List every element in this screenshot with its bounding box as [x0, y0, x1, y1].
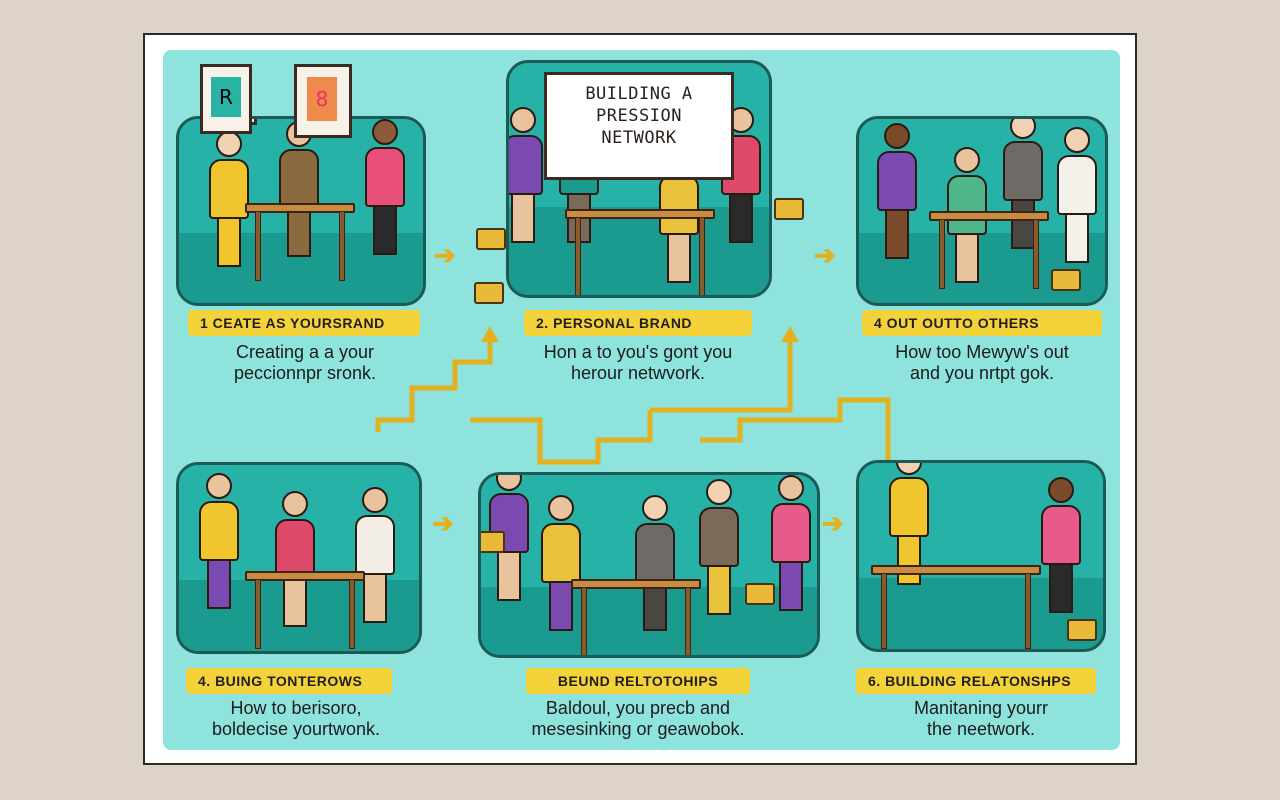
step-4-label: 4. BUING TONTEROWS [186, 668, 392, 694]
shopping-bag-icon [481, 531, 505, 553]
person-white-outfit [1057, 127, 1097, 263]
sign-line-1: BUILDING A [585, 84, 693, 104]
table [565, 209, 715, 219]
step-2-label: 2. PERSONAL BRAND [524, 310, 752, 336]
networking-sign: BUILDING A PRESSION NETWORK [544, 72, 734, 180]
person-purple-dress [509, 107, 543, 243]
person-yellow-sweater [659, 147, 699, 283]
person-grey-suit [635, 495, 675, 631]
right-arrow-icon: ➔ [434, 240, 456, 270]
step-5-scene [478, 472, 820, 658]
person-pink-top [1041, 477, 1081, 613]
person-yellow-suit [889, 463, 929, 585]
table [245, 203, 355, 213]
shopping-bag-icon [476, 228, 506, 250]
step-4-description: How to berisoro,boldecise yourtwonk. [211, 698, 381, 739]
person-yellow-sweater [541, 495, 581, 631]
person-pink-top [365, 119, 405, 255]
person-purple-dress [877, 123, 917, 259]
table [245, 571, 365, 581]
table [929, 211, 1049, 221]
step-6-label: 6. BUILDING RELATONSHPS [856, 668, 1096, 694]
person-pink-dress [275, 491, 315, 627]
person-green-top [947, 147, 987, 283]
shopping-bag-icon [1067, 619, 1097, 641]
shopping-bag-icon [474, 282, 504, 304]
person-brown-suit [699, 479, 739, 615]
person-yellow-suit [209, 131, 249, 267]
table [871, 565, 1041, 575]
step-4-scene [176, 462, 422, 654]
person-pink-top [771, 475, 811, 611]
right-arrow-icon: ➔ [822, 508, 844, 538]
frame-letter-8: 8 [294, 64, 352, 138]
person-white-top [355, 487, 395, 623]
person-grey-suit [1003, 119, 1043, 249]
shopping-bag-icon [745, 583, 775, 605]
frame-letter-r: R [200, 64, 252, 134]
shopping-bag-icon [774, 198, 804, 220]
step-3-scene [856, 116, 1108, 306]
sign-line-3: NETWORK [601, 128, 677, 148]
step-3-label: 4 OUT OUTTO OTHERS [862, 310, 1102, 336]
right-arrow-icon: ➔ [814, 240, 836, 270]
sign-line-2: PRESSION [596, 106, 682, 126]
step-6-scene [856, 460, 1106, 652]
person-yellow-top [199, 473, 239, 609]
right-arrow-icon: ➔ [432, 508, 454, 538]
step-1-label: 1 CEATE AS YOURSRAND [188, 310, 420, 336]
table [571, 579, 701, 589]
person-striped-dress [279, 121, 319, 257]
step-1-scene [176, 116, 426, 306]
step-5-label: BEUND RELTOTOHIPS [526, 668, 750, 694]
shopping-bag-icon [1051, 269, 1081, 291]
